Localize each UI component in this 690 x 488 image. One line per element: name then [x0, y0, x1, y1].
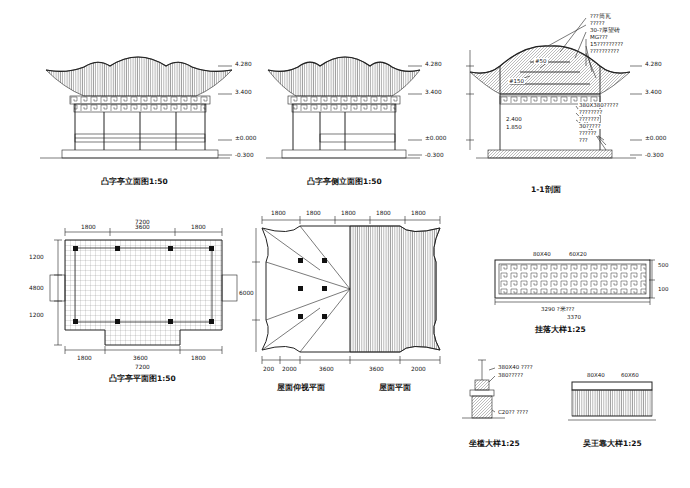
- hanging-fret-detail: [495, 260, 655, 305]
- dimension-label: 1800: [190, 224, 207, 230]
- dimension-label: ??????????: [589, 48, 620, 54]
- dimension-label: 1.850: [505, 124, 523, 130]
- dimension-label: 1200: [28, 312, 45, 318]
- dimension-label: 3290 ?米???: [540, 306, 575, 312]
- dimension-label: 3600: [318, 366, 335, 372]
- dimension-label: ±0.000: [644, 135, 667, 141]
- view-caption: 1-1剖面: [530, 186, 562, 194]
- view-caption: 凸字亭平面图1:50: [108, 375, 177, 383]
- dimension-label: 80X40: [532, 251, 552, 257]
- dimension-label: 6000: [238, 290, 255, 296]
- plan: [50, 228, 237, 354]
- wuwang-backrest-detail: [568, 382, 656, 420]
- dimension-label: 1800: [375, 210, 392, 216]
- dimension-label: 2000: [410, 366, 427, 372]
- dimension-label: -0.300: [644, 152, 665, 158]
- front-elevation: [40, 57, 232, 158]
- dimension-label: 15?????????: [589, 41, 624, 47]
- dimension-label: 1800: [410, 210, 427, 216]
- dimension-label: -0.300: [234, 152, 255, 158]
- dimension-label: 1800: [190, 355, 207, 361]
- dimension-label: ±0.000: [424, 135, 447, 141]
- dimension-label: ???筒瓦: [589, 13, 612, 19]
- section-1-1: [466, 18, 642, 158]
- dimension-label: 1800: [305, 210, 322, 216]
- dimension-label: 500: [657, 262, 670, 268]
- dimension-label: 200: [262, 366, 275, 372]
- dimension-label: 3600: [132, 355, 149, 361]
- view-caption: 吴王靠大样1:25: [582, 440, 643, 448]
- dimension-label: 1800: [80, 224, 97, 230]
- dimension-label: 380X380?????: [578, 102, 619, 108]
- dimension-label: 4.280: [644, 61, 663, 67]
- view-caption: 坐槛大样1:25: [468, 440, 521, 448]
- dimension-label: 380X40 ????: [497, 364, 534, 370]
- dimension-label: 3.400: [424, 89, 443, 95]
- dimension-label: 7200: [134, 364, 151, 370]
- view-caption: 凸字亭立面图1:50: [100, 178, 169, 186]
- dimension-label: ????????: [578, 109, 603, 115]
- dimension-label: 2.400: [505, 116, 523, 122]
- dimension-label: 30?????: [578, 123, 602, 129]
- dimension-label: 3370: [566, 314, 582, 320]
- dimension-label: C20?? ????: [497, 409, 529, 415]
- dimension-label: ??????: [578, 130, 598, 136]
- view-caption: 屋面平面: [378, 384, 412, 392]
- roof-plans: [252, 216, 440, 364]
- side-elevation: [266, 57, 422, 158]
- dimension-label: 4.280: [424, 61, 443, 67]
- dimension-label: 60X20: [568, 251, 588, 257]
- dimension-label: 4.280: [234, 61, 253, 67]
- dimension-label: 3.400: [644, 89, 663, 95]
- dimension-label: MG???: [589, 34, 609, 40]
- dimension-label: 1200: [28, 254, 45, 260]
- dimension-label: 1800: [340, 210, 357, 216]
- dimension-label: 3600: [134, 224, 151, 230]
- dimension-label: ±0.000: [234, 135, 257, 141]
- dimension-label: 80X40: [586, 372, 606, 378]
- dimension-label: 3.400: [234, 89, 253, 95]
- dimension-label: 30-?厚望砖: [589, 27, 621, 33]
- view-caption: 凸字亭侧立面图1:50: [306, 178, 383, 186]
- dimension-label: 4800: [28, 285, 45, 291]
- view-caption: 屋面仰视平面: [276, 384, 326, 392]
- dimension-label: 100: [657, 286, 670, 292]
- dimension-label: 60X60: [620, 372, 640, 378]
- dimension-label: -0.300: [424, 152, 445, 158]
- dimension-label: ?????: [589, 20, 606, 26]
- dimension-label: ???: [578, 137, 589, 143]
- dimension-label: 1800: [76, 355, 93, 361]
- dimension-label: #50: [534, 58, 548, 64]
- dimension-label: 380?????: [497, 372, 524, 378]
- dimension-label: #150: [508, 78, 525, 84]
- dimension-label: 3600: [368, 366, 385, 372]
- dimension-label: ???????: [578, 116, 600, 122]
- dimension-label: 2000: [281, 366, 298, 372]
- dimension-label: 1800: [270, 210, 287, 216]
- view-caption: 挂落大样1:25: [534, 326, 587, 334]
